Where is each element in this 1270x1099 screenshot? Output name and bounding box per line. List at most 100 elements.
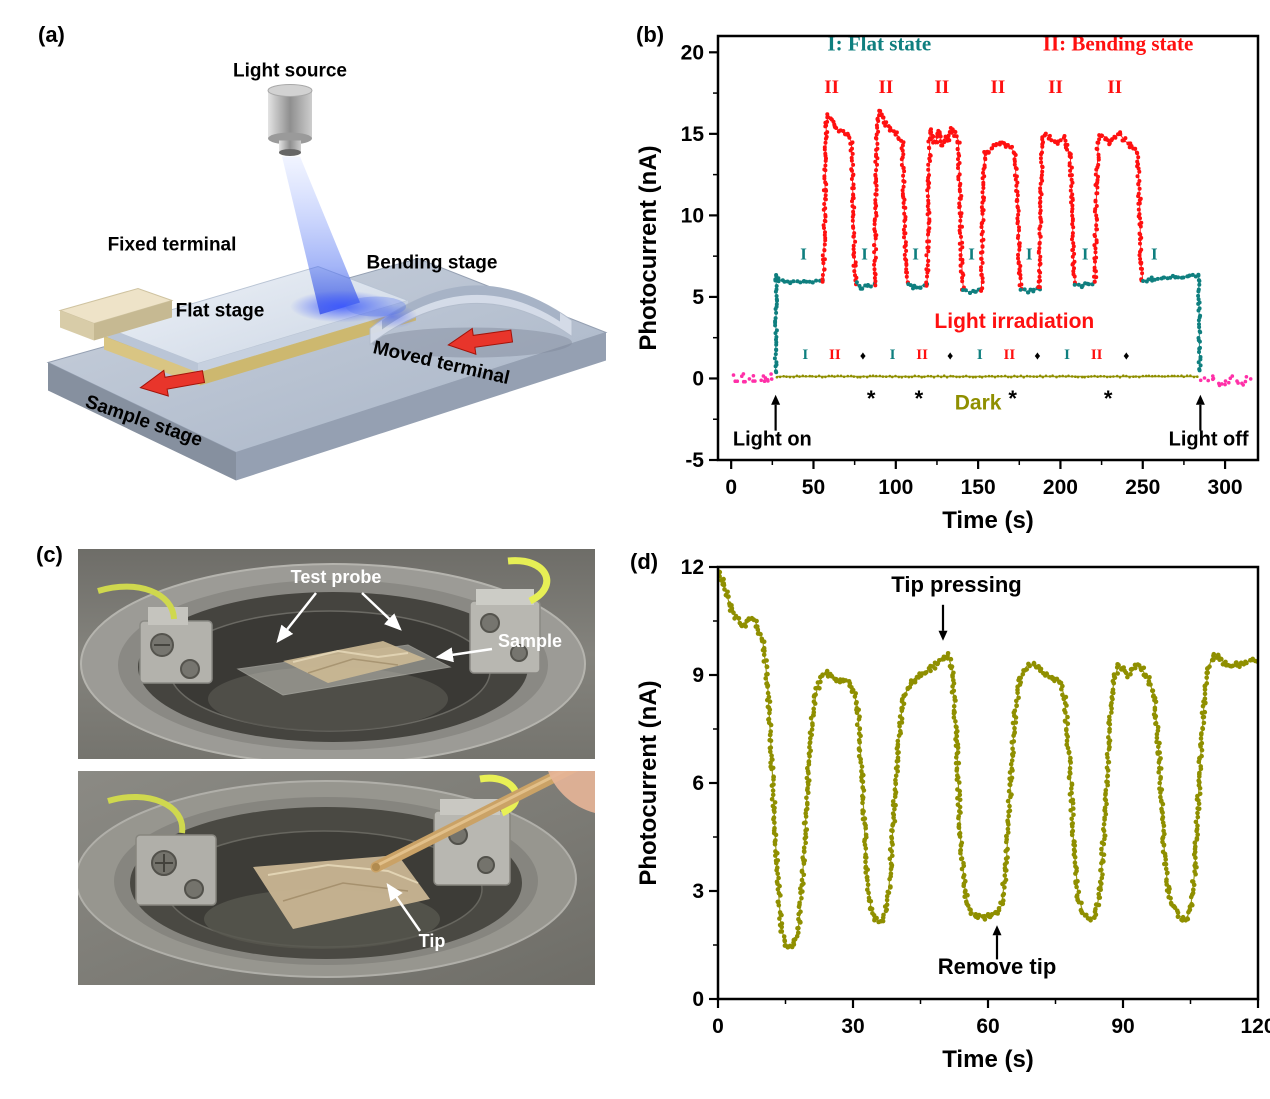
right-probe-clamp — [433, 799, 511, 886]
panel-c-photo-top: Test probe Sample — [78, 549, 595, 759]
finger — [548, 771, 595, 813]
svg-text:15: 15 — [681, 123, 705, 146]
chart-annotation: I — [800, 244, 807, 263]
chart-annotation: * — [1104, 386, 1113, 411]
svg-text:0: 0 — [692, 988, 704, 1011]
left-probe-wire — [107, 794, 186, 834]
sample-on-slide — [236, 641, 452, 696]
chart-annotation: ♦ — [1034, 349, 1040, 363]
fixed-terminal-label: Fixed terminal — [108, 235, 237, 256]
chart-annotation: Dark — [955, 391, 1002, 414]
svg-text:9: 9 — [692, 664, 704, 687]
test-probe-label: Test probe — [291, 567, 382, 587]
svg-text:0: 0 — [692, 367, 704, 390]
chart-annotation: II — [1004, 347, 1016, 363]
chart-annotation: I — [1064, 347, 1070, 363]
bending-stage-label: Bending stage — [367, 253, 498, 274]
chart-annotation: II — [916, 347, 928, 363]
chart-annotation: II — [990, 77, 1005, 98]
panel-b-letter: (b) — [636, 22, 665, 47]
chart-annotation: Tip pressing — [891, 572, 1021, 597]
chart-annotation: I — [802, 347, 808, 363]
chart-annotation: II — [829, 347, 841, 363]
right-probe-wire — [479, 774, 520, 817]
left-probe-wire — [97, 583, 177, 620]
tip-arrow — [386, 882, 422, 932]
light-source-label: Light source — [233, 61, 347, 82]
chart-annotation: I — [861, 244, 868, 263]
right-probe-clamp — [469, 589, 541, 674]
right-probe-wire — [507, 557, 551, 605]
svg-text:3: 3 — [692, 880, 704, 903]
schematic-svg: Light source Fixed terminal Bending stag… — [46, 61, 608, 481]
chart-annotation: I — [890, 347, 896, 363]
moved-terminal-arrow-left — [139, 369, 206, 397]
photo-bottom-svg: Tip — [78, 771, 595, 985]
chart-annotation: I — [1151, 244, 1158, 263]
svg-text:120: 120 — [1240, 1015, 1270, 1038]
svg-text:60: 60 — [976, 1015, 999, 1038]
svg-text:50: 50 — [802, 476, 825, 499]
tip-label: Tip — [419, 931, 446, 951]
chart-annotation: * — [915, 386, 924, 411]
svg-text:0: 0 — [725, 476, 737, 499]
chart-annotation: I — [1082, 244, 1089, 263]
panel-c-letter: (c) — [36, 542, 63, 567]
chart-annotation: * — [1008, 386, 1017, 411]
fixed-terminal-block — [58, 287, 174, 341]
chart-annotation: I — [1026, 244, 1033, 263]
sample-label: Sample — [498, 631, 562, 651]
chart-annotation: I — [977, 347, 983, 363]
light-beam — [282, 156, 406, 323]
panel-a-letter: (a) — [38, 22, 65, 47]
svg-text:200: 200 — [1043, 476, 1078, 499]
chart-annotation: II — [879, 77, 894, 98]
chart-annotation: II — [824, 77, 839, 98]
light-source — [267, 84, 313, 156]
series-layer — [731, 108, 1253, 388]
chart-annotation: II — [1091, 347, 1103, 363]
x-axis-label: Time (s) — [942, 507, 1034, 534]
svg-text:300: 300 — [1208, 476, 1243, 499]
svg-text:100: 100 — [878, 476, 913, 499]
svg-text:0: 0 — [712, 1015, 724, 1038]
svg-text:250: 250 — [1125, 476, 1160, 499]
svg-text:30: 30 — [841, 1015, 864, 1038]
chart-annotation: * — [867, 386, 876, 411]
test-probe-arrows — [276, 592, 493, 663]
sample-film — [253, 855, 430, 929]
svg-text:150: 150 — [961, 476, 996, 499]
chart-annotation: I — [912, 244, 919, 263]
chart-annotation: II — [935, 77, 950, 98]
chart-annotation: Light irradiation — [934, 310, 1094, 333]
chart-annotation: II — [1048, 77, 1063, 98]
svg-text:6: 6 — [692, 772, 704, 795]
x-axis-label: Time (s) — [942, 1046, 1034, 1073]
chart-annotation: ♦ — [1123, 349, 1129, 363]
svg-text:5: 5 — [692, 286, 704, 309]
y-axis-label: Photocurrent (nA) — [635, 145, 662, 350]
moved-terminal-arrow-right — [447, 327, 514, 355]
left-probe-clamp — [135, 834, 217, 906]
svg-text:-5: -5 — [685, 449, 704, 472]
chart-annotation: Light on — [733, 428, 812, 450]
chart-annotation: II — [1107, 77, 1122, 98]
panel-a-schematic: Light source Fixed terminal Bending stag… — [20, 8, 620, 513]
svg-text:10: 10 — [681, 204, 704, 227]
svg-text:90: 90 — [1111, 1015, 1134, 1038]
left-probe-clamp — [139, 607, 213, 684]
chart-annotation: I — [968, 244, 975, 263]
svg-text:12: 12 — [681, 556, 704, 579]
chart-annotation: ♦ — [860, 349, 866, 363]
panel-d-letter: (d) — [630, 549, 659, 574]
chart-annotation: Light off — [1169, 428, 1249, 450]
panel-c-photo-bottom: Tip — [78, 771, 595, 985]
svg-text:20: 20 — [681, 41, 704, 64]
photo-top-svg: Test probe Sample — [78, 549, 595, 759]
chart-annotation: ♦ — [947, 349, 953, 363]
